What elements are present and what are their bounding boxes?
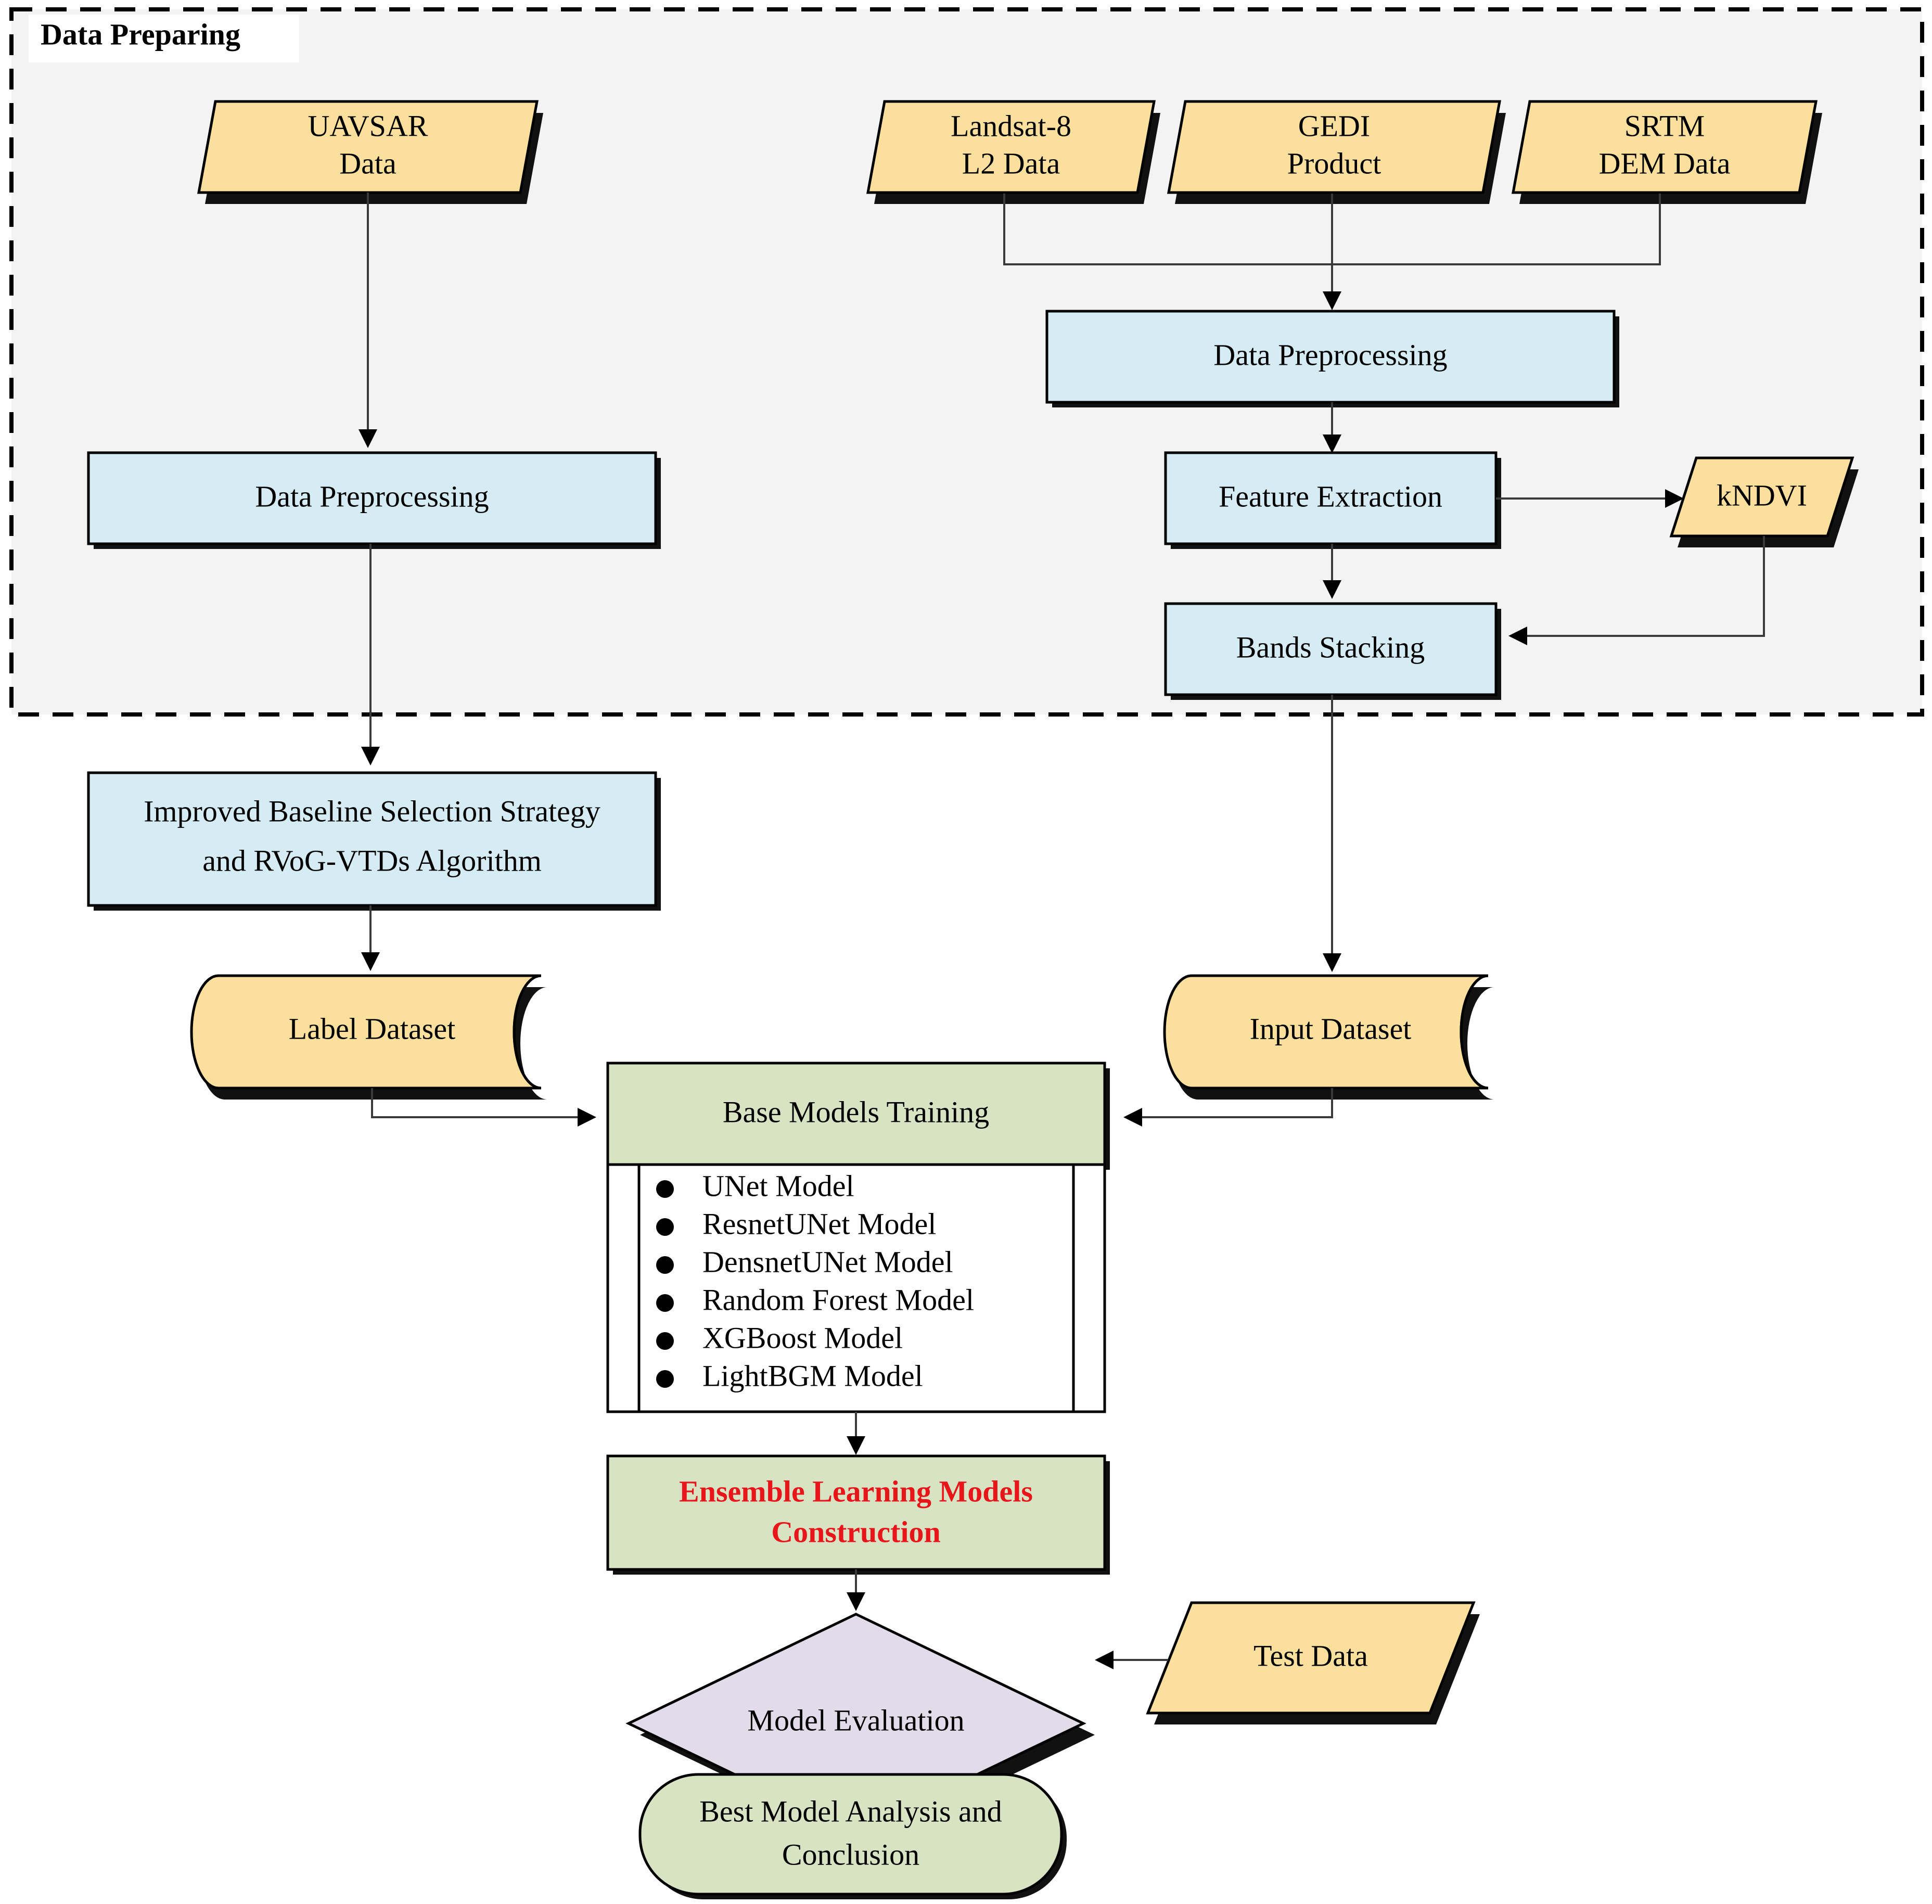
- bands-stacking-label: Bands Stacking: [1236, 630, 1425, 664]
- node-data-preprocessing-left: Data Preprocessing: [87, 451, 661, 549]
- node-kndvi: kNDVI: [1669, 456, 1859, 547]
- node-input-dataset: Input Dataset: [1163, 974, 1494, 1100]
- node-best-model-analysis: Best Model Analysis and Conclusion: [638, 1773, 1067, 1899]
- uavsar-label-line1: UAVSAR: [308, 109, 428, 143]
- best-model-label-line1: Best Model Analysis and: [699, 1794, 1002, 1828]
- node-uavsar-data: UAVSAR Data: [197, 100, 543, 204]
- input-dataset-label: Input Dataset: [1250, 1012, 1412, 1045]
- gedi-label-line1: GEDI: [1298, 109, 1371, 143]
- list-item-label: XGBoost Model: [702, 1321, 903, 1354]
- test-data-label: Test Data: [1253, 1639, 1368, 1672]
- feature-extraction-label: Feature Extraction: [1219, 479, 1442, 513]
- landsat-label-line1: Landsat-8: [951, 109, 1071, 143]
- label-dataset-label: Label Dataset: [289, 1012, 455, 1045]
- baseline-label-line2: and RVoG-VTDs Algorithm: [202, 844, 542, 877]
- gedi-label-line2: Product: [1287, 146, 1381, 180]
- list-item: UNet Model: [656, 1169, 854, 1203]
- node-ensemble-learning-construction: Ensemble Learning Models Construction: [606, 1454, 1110, 1575]
- model-evaluation-label: Model Evaluation: [747, 1703, 964, 1737]
- list-item-label: DensnetUNet Model: [702, 1245, 953, 1279]
- baseline-label-line1: Improved Baseline Selection Strategy: [144, 794, 600, 828]
- group-title-label: Data Preparing: [41, 17, 240, 51]
- node-baseline-rvog-vtds: Improved Baseline Selection Strategy and…: [87, 771, 661, 911]
- edge-kndvi-to-bands: [1508, 536, 1765, 645]
- node-bands-stacking: Bands Stacking: [1164, 602, 1501, 700]
- edge-label-dataset-to-base-models: [371, 1088, 596, 1127]
- list-item: ResnetUNet Model: [656, 1207, 936, 1241]
- ensemble-label-line1: Ensemble Learning Models: [679, 1474, 1033, 1508]
- preprocess-right-label: Data Preprocessing: [1213, 338, 1447, 372]
- best-model-label-line2: Conclusion: [782, 1837, 919, 1871]
- node-data-preprocessing-right: Data Preprocessing: [1045, 310, 1619, 407]
- list-item-label: LightBGM Model: [702, 1359, 923, 1392]
- list-item-label: ResnetUNet Model: [702, 1207, 936, 1241]
- ensemble-label-line2: Construction: [771, 1515, 940, 1549]
- node-gedi-product: GEDI Product: [1167, 100, 1506, 204]
- list-item: Random Forest Model: [656, 1283, 974, 1317]
- node-label-dataset: Label Dataset: [190, 974, 547, 1100]
- list-item: LightBGM Model: [656, 1359, 923, 1392]
- preprocess-left-label: Data Preprocessing: [255, 479, 489, 513]
- node-base-models-training: Base Models Training: [606, 1062, 1110, 1170]
- edge-input-dataset-to-base-models: [1123, 1088, 1333, 1127]
- srtm-label-line1: SRTM: [1624, 109, 1705, 143]
- landsat-label-line2: L2 Data: [962, 146, 1060, 180]
- group-title-backdrop: [29, 15, 299, 62]
- node-srtm-dem-data: SRTM DEM Data: [1512, 100, 1822, 204]
- base-models-training-label: Base Models Training: [723, 1095, 989, 1129]
- uavsar-label-line2: Data: [339, 146, 396, 180]
- list-item: DensnetUNet Model: [656, 1245, 953, 1279]
- node-landsat8-l2-data: Landsat-8 L2 Data: [866, 100, 1160, 204]
- list-item: XGBoost Model: [656, 1321, 903, 1354]
- base-models-list-panel: UNet Model ResnetUNet Model DensnetUNet …: [606, 1163, 1106, 1413]
- node-test-data: Test Data: [1146, 1601, 1480, 1724]
- list-item-label: UNet Model: [702, 1169, 854, 1203]
- list-item-label: Random Forest Model: [702, 1283, 974, 1317]
- node-feature-extraction: Feature Extraction: [1164, 451, 1501, 549]
- kndvi-label: kNDVI: [1717, 478, 1807, 512]
- srtm-label-line2: DEM Data: [1599, 146, 1731, 180]
